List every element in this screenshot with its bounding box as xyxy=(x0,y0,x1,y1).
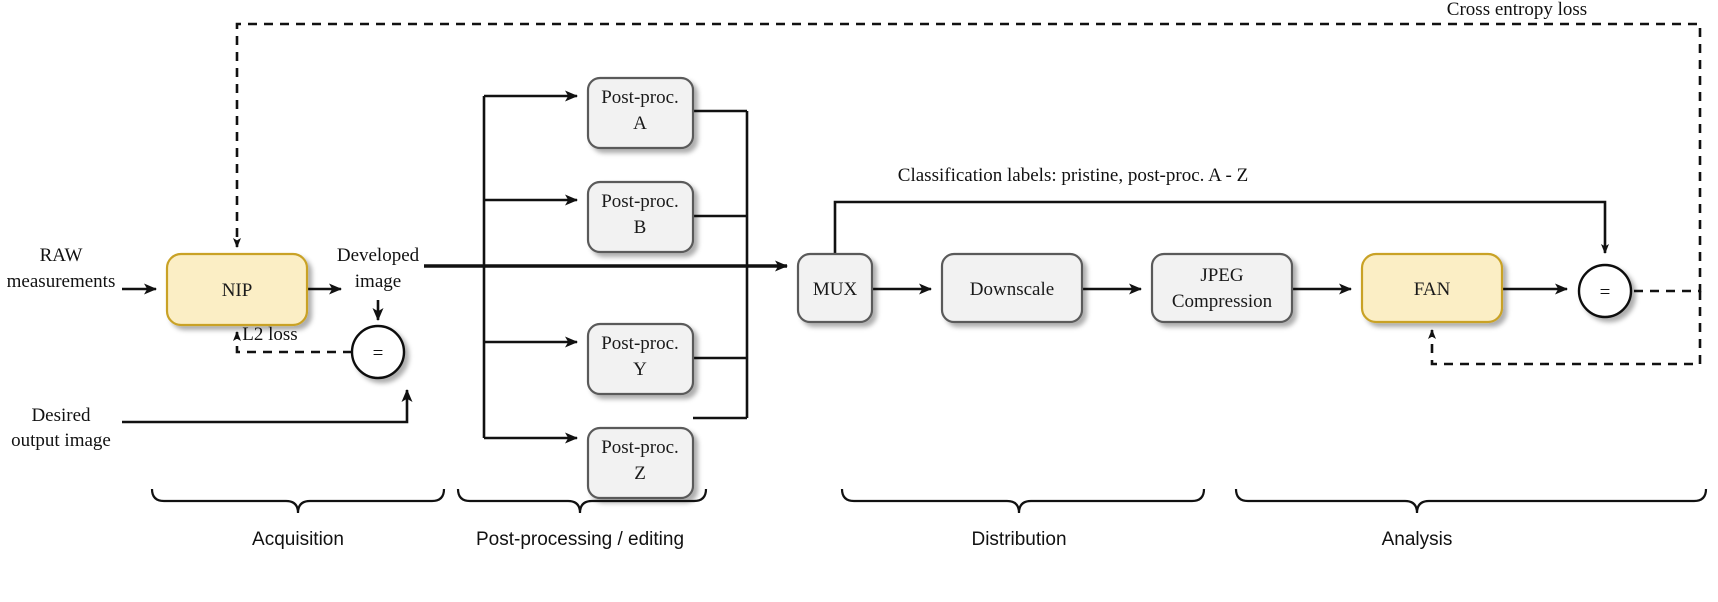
node-jpeg-label-2: Compression xyxy=(1172,291,1273,312)
node-postproc-b-label-2: B xyxy=(634,217,647,238)
brace-distribution xyxy=(840,488,1206,514)
label-l2-loss: L2 loss xyxy=(242,324,297,345)
node-postproc-z-label-1: Post-proc. xyxy=(601,437,679,458)
brace-postprocessing xyxy=(456,488,708,514)
connector-layer xyxy=(122,22,1702,444)
node-postproc-y[interactable]: Post-proc. Y xyxy=(586,322,695,396)
desired-to-equals-edge xyxy=(122,389,413,424)
node-downscale[interactable]: Downscale xyxy=(940,252,1084,324)
stage-label-postprocessing: Post-processing / editing xyxy=(476,529,684,550)
node-mux[interactable]: MUX xyxy=(796,252,874,324)
fan-feedback-path xyxy=(1428,291,1702,366)
node-postproc-a-label-1: Post-proc. xyxy=(601,87,679,108)
stage-label-distribution: Distribution xyxy=(971,529,1066,550)
label-raw-line2: measurements xyxy=(7,271,116,292)
stage-label-analysis: Analysis xyxy=(1382,529,1453,550)
node-mux-label: MUX xyxy=(813,279,858,300)
label-classification: Classification labels: pristine, post-pr… xyxy=(898,165,1248,186)
node-nip[interactable]: NIP xyxy=(165,252,309,327)
node-postproc-a[interactable]: Post-proc. A xyxy=(586,76,695,150)
label-desired-line1: Desired xyxy=(31,405,91,426)
node-postproc-b-label-1: Post-proc. xyxy=(601,191,679,212)
node-equality-crossentropy[interactable]: = xyxy=(1577,263,1633,319)
node-postproc-z-label-2: Z xyxy=(634,463,646,484)
node-jpeg-compression[interactable]: JPEG Compression xyxy=(1150,252,1294,324)
label-developed-line1: Developed xyxy=(337,245,420,266)
label-desired-line2: output image xyxy=(11,430,111,451)
equality-sign-right: = xyxy=(1600,282,1611,303)
cross-entropy-loss-path xyxy=(233,22,1702,293)
node-postproc-y-label-1: Post-proc. xyxy=(601,333,679,354)
brace-acquisition xyxy=(150,488,446,514)
brace-analysis xyxy=(1234,488,1708,514)
node-postproc-z[interactable]: Post-proc. Z xyxy=(586,426,695,500)
stage-label-acquisition: Acquisition xyxy=(252,529,344,550)
label-developed-line2: image xyxy=(355,271,401,292)
node-fan[interactable]: FAN xyxy=(1360,252,1504,324)
node-nip-label: NIP xyxy=(222,280,253,301)
stage-brace-group xyxy=(150,488,1708,514)
node-fan-label: FAN xyxy=(1414,279,1451,300)
l2-loss-path xyxy=(233,331,352,354)
node-jpeg-label-1: JPEG xyxy=(1200,265,1244,286)
node-postproc-a-label-2: A xyxy=(633,113,647,134)
label-raw-line1: RAW xyxy=(40,245,83,266)
node-postproc-y-label-2: Y xyxy=(633,359,647,380)
node-postproc-b[interactable]: Post-proc. B xyxy=(586,180,695,254)
node-equality-l2[interactable]: = xyxy=(350,324,406,380)
node-downscale-label: Downscale xyxy=(970,279,1054,300)
equality-sign-left: = xyxy=(373,343,384,364)
label-cross-entropy-loss: Cross entropy loss xyxy=(1447,0,1587,20)
classification-labels-path xyxy=(833,200,1609,254)
